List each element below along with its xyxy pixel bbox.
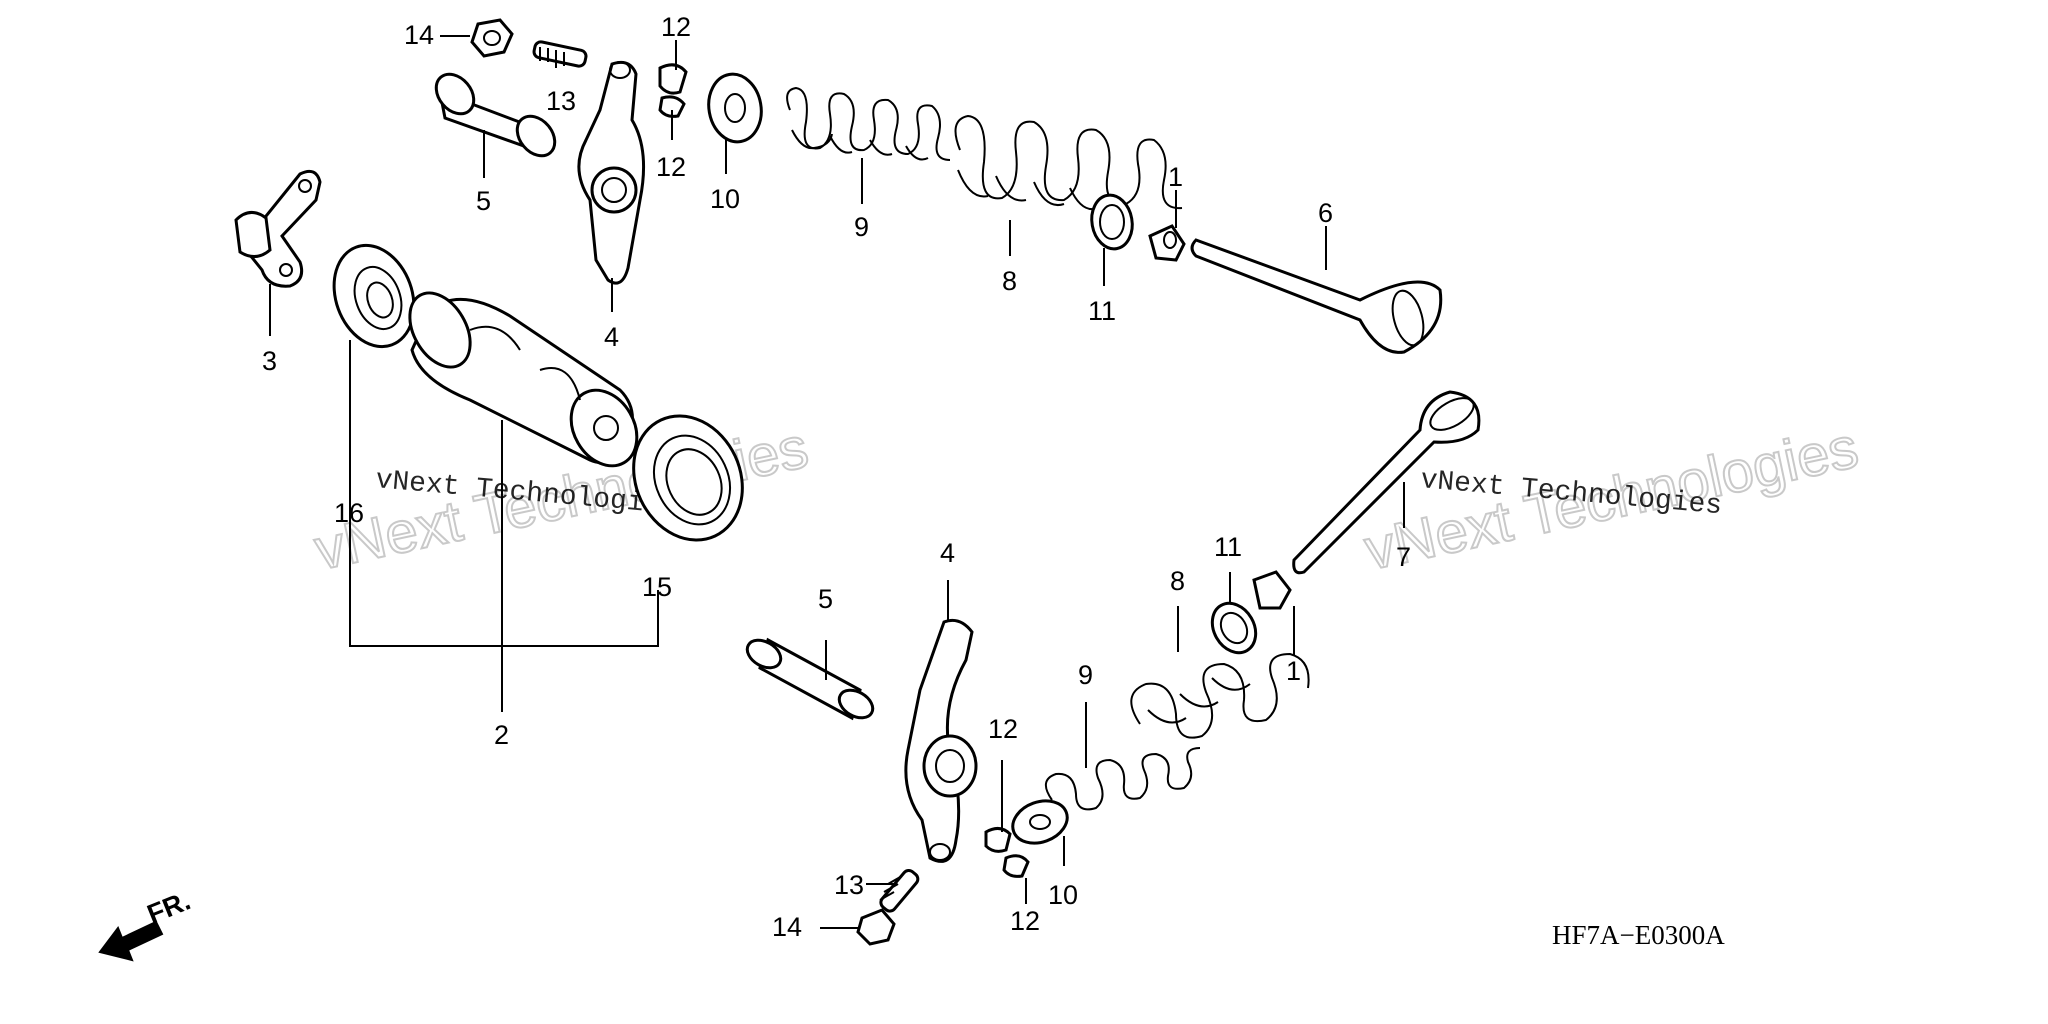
callout-5-top: 5 <box>476 186 491 216</box>
part-1-stem-seal-bottom <box>1252 570 1292 610</box>
part-13-screw-bottom <box>879 868 920 913</box>
front-direction-arrow: FR. <box>98 885 195 962</box>
part-12-cotter-top <box>658 63 688 118</box>
part-14-nut-top <box>470 18 514 58</box>
callout-14-bottom: 14 <box>772 912 802 942</box>
part-8-outer-spring-top <box>954 114 1183 210</box>
callout-12-bottom-a: 12 <box>988 714 1018 744</box>
watermark-group: vNext Technologies vNext Technologies vN… <box>308 414 1864 584</box>
callout-5-bottom: 5 <box>818 584 833 614</box>
part-14-nut-bottom <box>856 908 896 946</box>
callout-2: 2 <box>494 720 509 750</box>
callout-11-top: 11 <box>1088 296 1116 326</box>
part-3-cam-bracket <box>234 169 322 288</box>
front-label: FR. <box>143 885 195 929</box>
part-5-rocker-shaft-bottom <box>745 637 875 721</box>
part-4-rocker-arm-top <box>577 60 646 285</box>
part-7-valve-bottom <box>1292 390 1481 575</box>
part-11-seat-top <box>1090 193 1134 251</box>
leader-lines <box>269 35 1405 929</box>
callout-12-bottom-b: 12 <box>1010 906 1040 936</box>
callout-14-top: 14 <box>404 20 434 50</box>
callout-12-top-b: 12 <box>656 152 686 182</box>
callout-12-top-a: 12 <box>661 12 691 42</box>
callout-6: 6 <box>1318 198 1333 228</box>
callout-16: 16 <box>334 498 364 528</box>
part-6-valve-top <box>1190 238 1443 354</box>
part-9-inner-spring-top <box>786 86 951 161</box>
part-11-seat-bottom <box>1210 601 1258 655</box>
callout-4-bottom: 4 <box>940 538 955 568</box>
part-9-inner-spring-bottom <box>1045 747 1201 811</box>
callout-10-top: 10 <box>710 184 740 214</box>
part-8-outer-spring-bottom <box>1130 652 1310 739</box>
callout-13-top: 13 <box>546 86 576 116</box>
callout-1-top: 1 <box>1168 162 1183 192</box>
callout-15: 15 <box>642 572 672 602</box>
part-12-cotter-bottom <box>984 827 1030 878</box>
part-13-screw-top <box>532 40 588 68</box>
callout-7: 7 <box>1396 542 1411 572</box>
callout-11-bottom: 11 <box>1214 532 1242 562</box>
part-10-retainer-bottom <box>1011 799 1069 845</box>
callout-9-top: 9 <box>854 212 869 242</box>
part-1-stem-seal-top <box>1148 224 1186 262</box>
part-4-rocker-arm-bottom <box>904 618 978 863</box>
callout-4-top: 4 <box>604 322 619 352</box>
callout-3: 3 <box>262 346 277 376</box>
callout-10-bottom: 10 <box>1048 880 1078 910</box>
part-2-camshaft <box>408 291 639 468</box>
part-15-bearing-right <box>632 414 744 542</box>
drawing-code: HF7A−E0300A <box>1552 920 1725 950</box>
callout-13-bottom: 13 <box>834 870 864 900</box>
callout-9-bottom: 9 <box>1078 660 1093 690</box>
callout-8-bottom: 8 <box>1170 566 1185 596</box>
callout-labels: 14 13 12 12 5 10 9 8 1 6 11 3 4 16 15 2 … <box>262 12 1411 942</box>
part-10-retainer-top <box>707 72 763 144</box>
callout-8-top: 8 <box>1002 266 1017 296</box>
part-5-rocker-shaft-top <box>434 72 557 158</box>
part-16-bearing-left <box>332 243 416 349</box>
callout-1-bottom: 1 <box>1286 656 1301 686</box>
